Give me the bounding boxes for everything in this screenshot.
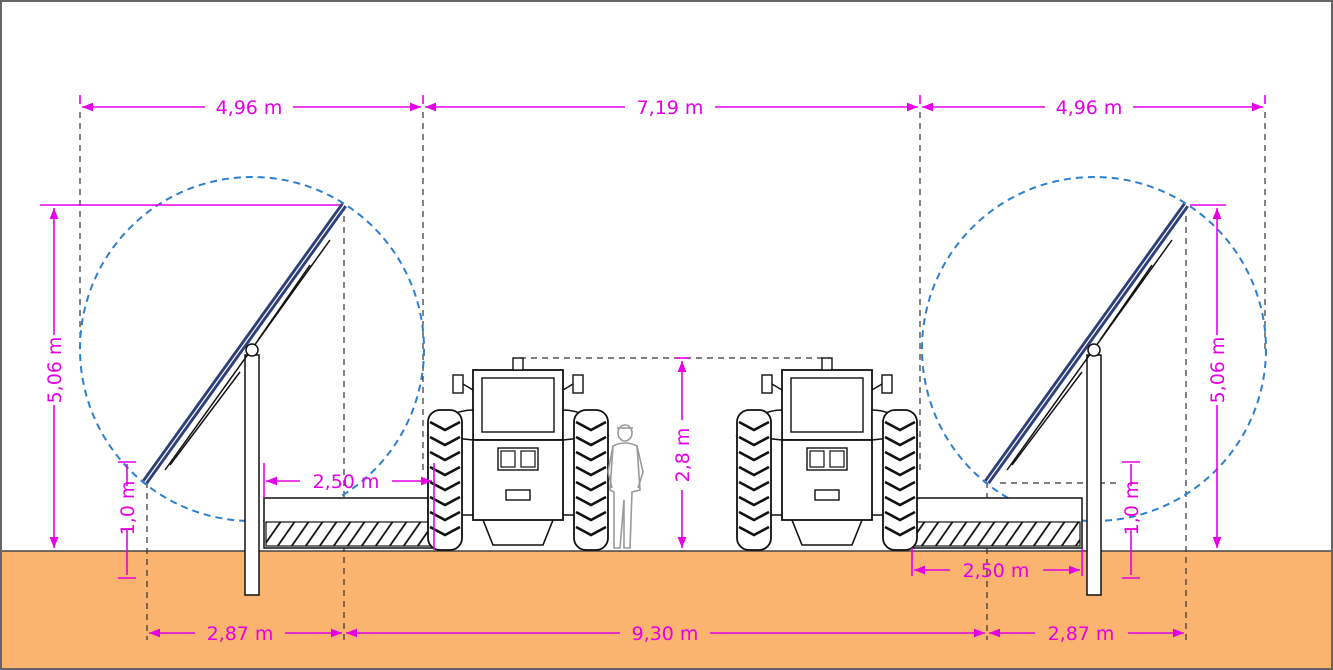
top-center-gap-label: 7,19 m xyxy=(637,97,704,119)
farmer-figure-icon xyxy=(607,424,644,549)
left-mower-deck xyxy=(263,497,435,549)
right-post xyxy=(1086,354,1102,596)
right-solar-tracker xyxy=(984,202,1189,596)
left-mower-width-label: 2,50 m xyxy=(313,471,380,493)
right-height-label: 5,06 m xyxy=(1207,337,1229,404)
tractor-height-label: 2,8 m xyxy=(672,428,694,483)
left-height-label: 5,06 m xyxy=(44,337,66,404)
dimension-lines xyxy=(40,95,1266,638)
ground xyxy=(2,551,1331,668)
left-clearance-label: 1,0 m xyxy=(117,481,139,536)
right-mower-deck xyxy=(911,497,1083,549)
bottom-center-span-label: 9,30 m xyxy=(632,623,699,645)
left-solar-tracker xyxy=(142,202,347,596)
bottom-right-span-label: 2,87 m xyxy=(1048,623,1115,645)
top-right-width-label: 4,96 m xyxy=(1056,97,1123,119)
right-clearance-label: 1,0 m xyxy=(1121,481,1143,536)
bottom-left-span-label: 2,87 m xyxy=(207,623,274,645)
left-post xyxy=(244,354,260,596)
right-mower-width-label: 2,50 m xyxy=(963,560,1030,582)
top-left-width-label: 4,96 m xyxy=(216,97,283,119)
